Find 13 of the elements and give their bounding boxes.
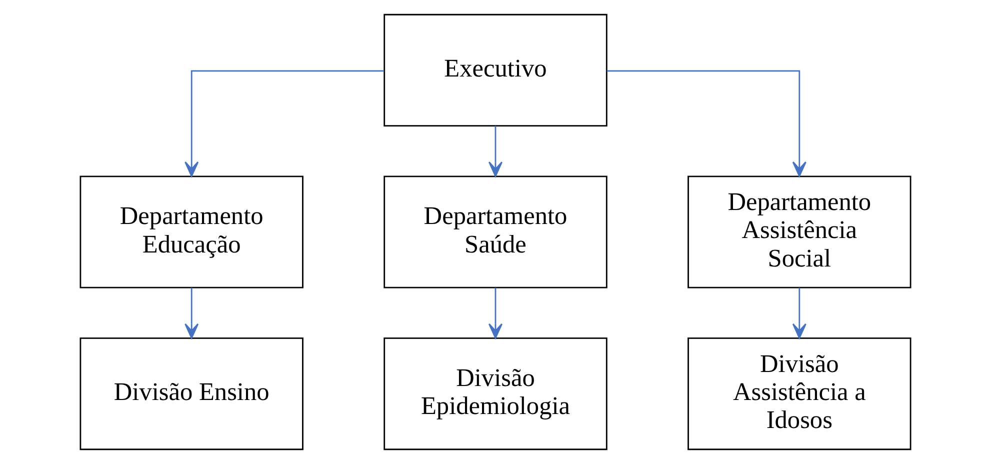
node-box: Departamento Educação <box>80 175 304 288</box>
arrow <box>184 287 199 338</box>
node-box: Departamento Assistência Social <box>688 175 912 288</box>
node-box: Departamento Saúde <box>384 175 608 288</box>
node-box: Divisão Assistência a Idosos <box>688 337 912 450</box>
arrow <box>606 70 806 176</box>
arrow <box>792 287 806 338</box>
arrow <box>488 125 503 176</box>
node-box: Divisão Epidemiologia <box>384 337 608 450</box>
node-box: Executivo <box>384 13 608 126</box>
arrow <box>184 70 384 176</box>
arrow <box>488 287 503 338</box>
node-box: Divisão Ensino <box>80 337 304 450</box>
